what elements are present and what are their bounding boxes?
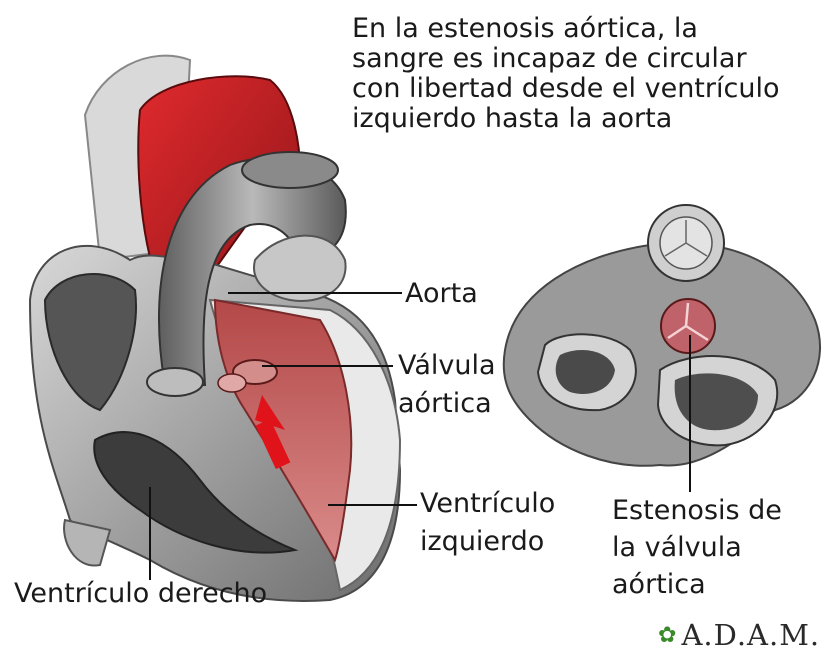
adam-logo: ✿ A.D.A.M. (658, 618, 820, 652)
valve-cross-section (504, 205, 820, 466)
label-aortic-valve-line2: aórtica (398, 388, 492, 419)
label-stenosis-line2: la válvula (612, 532, 742, 563)
label-aorta: Aorta (405, 278, 478, 309)
caption-line: con libertad desde el ventrículo (352, 74, 812, 104)
label-right-ventricle: Ventrículo derecho (14, 578, 267, 609)
logo-text: A.D.A.M. (681, 618, 820, 652)
heart-cross-section (30, 56, 400, 601)
label-stenosis-line1: Estenosis de (612, 495, 782, 526)
label-left-ventricle-line2: izquierdo (420, 526, 544, 557)
caption-line: sangre es incapaz de circular (352, 44, 812, 74)
leaf-icon: ✿ (658, 623, 677, 648)
caption-line: En la estenosis aórtica, la (352, 14, 812, 44)
label-left-ventricle-line1: Ventrículo (420, 488, 555, 519)
label-stenosis-line3: aórtica (612, 569, 706, 600)
label-aortic-valve-line1: Válvula (398, 350, 496, 381)
description-caption: En la estenosis aórtica, la sangre es in… (352, 14, 812, 134)
caption-line: izquierdo hasta la aorta (352, 104, 812, 134)
